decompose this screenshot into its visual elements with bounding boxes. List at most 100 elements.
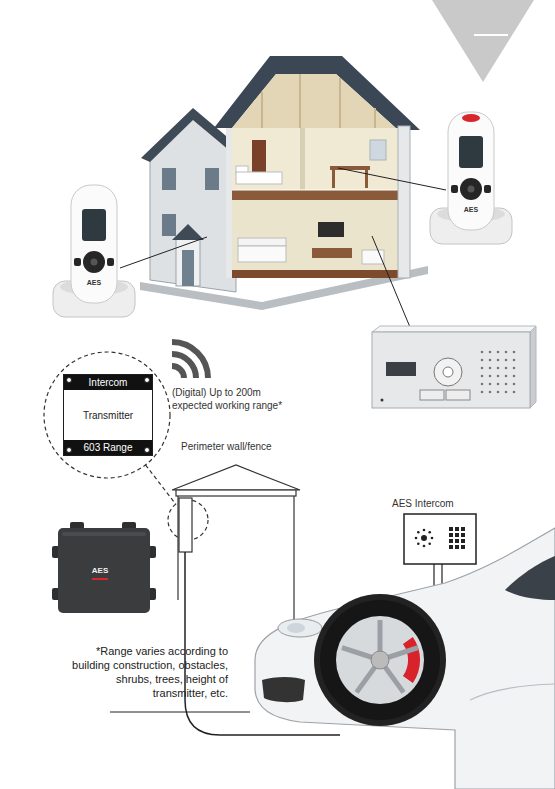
- house-illustration: [370, 140, 386, 160]
- gate-intercom: [431, 537, 434, 540]
- corner-triangle: [432, 0, 534, 82]
- gate-intercom: [423, 529, 426, 532]
- house-illustration: [238, 246, 286, 262]
- house-illustration: [232, 74, 398, 130]
- house-illustration: [182, 250, 194, 286]
- indoor-monitor: [489, 391, 492, 394]
- cordless-handset: [468, 186, 475, 193]
- indoor-monitor: [505, 375, 508, 378]
- cordless-handset: [430, 112, 512, 244]
- gate-intercom: [455, 539, 459, 543]
- gate-intercom: [455, 545, 459, 549]
- house-illustration: [312, 248, 352, 258]
- indoor-monitor: [513, 367, 516, 370]
- perimeter-wall: [176, 490, 296, 496]
- indoor-monitor: [513, 351, 516, 354]
- cordless-handset: [460, 178, 482, 200]
- indoor-monitor: [381, 399, 384, 402]
- car-illustration: [287, 623, 305, 633]
- perimeter-wall: [179, 498, 192, 552]
- indoor-monitor: [481, 383, 484, 386]
- brand-logo: AES: [92, 566, 108, 576]
- indoor-monitor: [513, 383, 516, 386]
- indoor-monitor: [443, 367, 453, 377]
- car-illustration: [505, 556, 555, 600]
- gate-intercom: [428, 531, 431, 534]
- gate-intercom: [449, 545, 453, 549]
- house-illustration: [332, 170, 335, 188]
- car-illustration: [371, 651, 389, 669]
- indoor-monitor: [434, 358, 462, 386]
- leader-line: [120, 237, 207, 268]
- transmitter-unit: [92, 578, 108, 580]
- screw-hole: [144, 377, 150, 383]
- device-label: AES Intercom: [392, 497, 454, 510]
- corner-triangle: [432, 0, 534, 82]
- indoor-monitor: [497, 383, 500, 386]
- leader-line: [120, 168, 446, 332]
- house-illustration: [374, 108, 376, 128]
- indoor-monitor: [372, 326, 536, 332]
- wireless-signal-icon: [172, 354, 196, 378]
- cable: [110, 712, 250, 713]
- cordless-handset: [53, 185, 135, 317]
- house-illustration: [238, 238, 286, 246]
- house-illustration: [398, 126, 410, 278]
- indoor-monitor: [513, 375, 516, 378]
- perimeter-wall: [172, 465, 300, 640]
- footnote: *Range varies according to building cons…: [72, 644, 228, 700]
- house-illustration: [330, 166, 370, 170]
- wireless-signal-icon: [172, 342, 208, 378]
- house-illustration: [365, 170, 368, 188]
- gate-intercom: [461, 527, 465, 531]
- gate-intercom: [461, 533, 465, 537]
- indoor-monitor: [481, 375, 484, 378]
- house-illustration: [232, 200, 398, 270]
- house-illustration: [176, 238, 200, 286]
- indoor-monitor: [505, 367, 508, 370]
- wall-label: Perimeter wall/fence: [181, 440, 272, 453]
- corner-triangle: [474, 34, 508, 36]
- wireless-signal-icon: [172, 366, 184, 378]
- gate-intercom: [417, 542, 420, 545]
- perimeter-wall: [293, 496, 294, 640]
- indoor-monitor: [505, 351, 508, 354]
- house-illustration: [261, 92, 263, 128]
- house-illustration: [172, 224, 204, 240]
- house-illustration: [162, 214, 176, 236]
- transmitter-unit: [52, 522, 156, 613]
- car-illustration: [255, 528, 555, 789]
- house-illustration: [140, 56, 428, 310]
- brand-logo: AES: [464, 205, 478, 214]
- indoor-monitor: [497, 391, 500, 394]
- indoor-monitor: [505, 391, 508, 394]
- car-illustration: [278, 619, 322, 637]
- cordless-handset: [71, 185, 117, 303]
- callout-circle: [146, 465, 176, 504]
- house-illustration: [228, 270, 402, 278]
- cordless-handset: [451, 185, 458, 193]
- indoor-monitor: [481, 391, 484, 394]
- range-note: (Digital) Up to 200m expected working ra…: [172, 386, 304, 412]
- house-illustration: [318, 222, 344, 237]
- house-illustration: [214, 56, 420, 130]
- indoor-monitor: [386, 362, 416, 376]
- band-label: 603 Range: [64, 440, 152, 455]
- indoor-monitor: [513, 391, 516, 394]
- transmitter-unit: [58, 528, 150, 613]
- gate-intercom: [428, 542, 431, 545]
- band-label: Intercom: [64, 375, 152, 390]
- leader-line: [372, 236, 412, 332]
- indoor-monitor: [497, 367, 500, 370]
- house-illustration: [226, 128, 232, 278]
- callout-circle: [44, 352, 170, 478]
- gate-intercom: [455, 527, 459, 531]
- cordless-handset: [459, 136, 483, 168]
- car-illustration: [314, 594, 446, 726]
- indoor-monitor: [446, 390, 470, 400]
- wireless-signal-icon: [172, 342, 208, 378]
- screw-hole: [66, 377, 72, 383]
- indoor-monitor: [489, 351, 492, 354]
- indoor-monitor: [505, 383, 508, 386]
